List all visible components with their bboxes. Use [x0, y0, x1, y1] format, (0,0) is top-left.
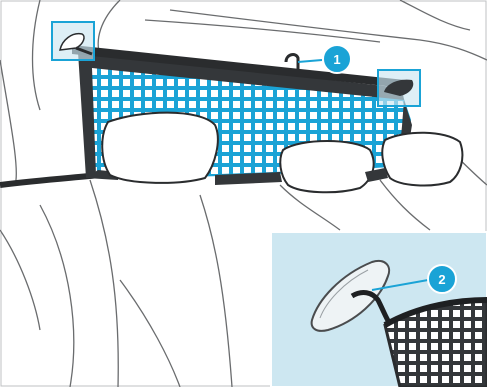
- callout-1-leader: [298, 60, 322, 62]
- callout-2-number: 2: [438, 272, 445, 287]
- detail-inset: 2: [271, 232, 487, 387]
- headrest-center: [280, 141, 373, 192]
- headrest-left: [102, 113, 218, 183]
- callout-1-number: 1: [333, 52, 340, 67]
- headrest-right: [382, 133, 462, 186]
- net-bottom-cord-left: [0, 175, 100, 185]
